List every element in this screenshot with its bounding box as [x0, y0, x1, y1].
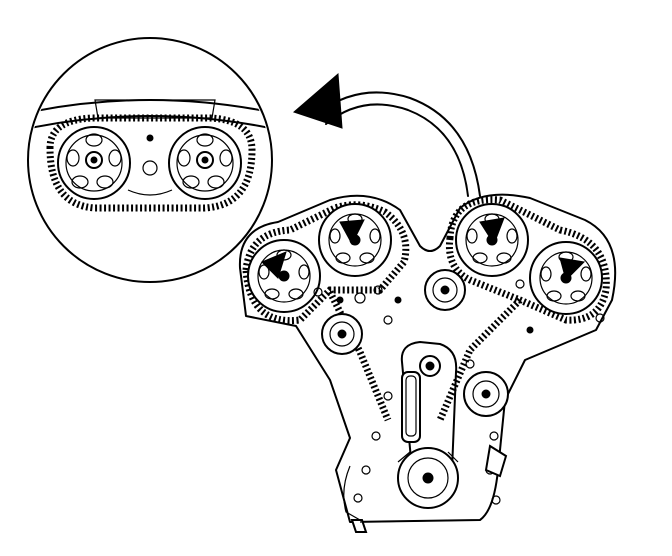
inset-center-bolt — [142, 160, 158, 176]
v6-engine-timing-belt-icon — [238, 193, 617, 533]
inset-belt — [46, 114, 256, 212]
inset-magnifier — [27, 37, 273, 283]
arrow-head — [293, 72, 343, 129]
cam-sprocket-right-outer — [529, 241, 603, 315]
inset-sprocket-left — [57, 126, 131, 200]
timing-mark-arrow-3 — [479, 217, 505, 246]
oil-pan-line — [359, 519, 481, 523]
crank-sprocket — [397, 447, 459, 509]
cam-sprocket-left-inner — [318, 203, 392, 277]
inset-cover-plate — [94, 99, 216, 119]
engine-cover-outline — [238, 193, 617, 523]
curved-arrow-icon — [293, 72, 481, 197]
cam-sprocket-right-inner — [455, 203, 529, 277]
cover-bolts — [313, 279, 605, 505]
timing-mark-arrow-4 — [559, 257, 586, 281]
inset-circle-border — [27, 37, 273, 283]
timing-mark-arrow-2 — [339, 219, 365, 246]
idler-pulley-left — [321, 313, 363, 355]
cam-sprocket-left-outer — [247, 239, 321, 313]
idler-pulley-right — [463, 371, 509, 417]
inset-sprocket-right — [168, 126, 242, 200]
idler-pulley-center — [424, 269, 466, 311]
inset-content — [30, 99, 270, 212]
sensor-bracket — [484, 444, 508, 478]
main-belt-run — [326, 290, 523, 422]
lower-housing-left — [343, 465, 361, 521]
drain-plug — [350, 519, 368, 533]
timing-mark-arrow-1 — [261, 251, 287, 279]
left-bank-belt — [242, 201, 410, 325]
inset-mark — [146, 134, 154, 142]
right-bank-belt — [445, 196, 610, 324]
inset-cover-top — [30, 99, 270, 129]
tensioner-assembly — [400, 341, 458, 471]
